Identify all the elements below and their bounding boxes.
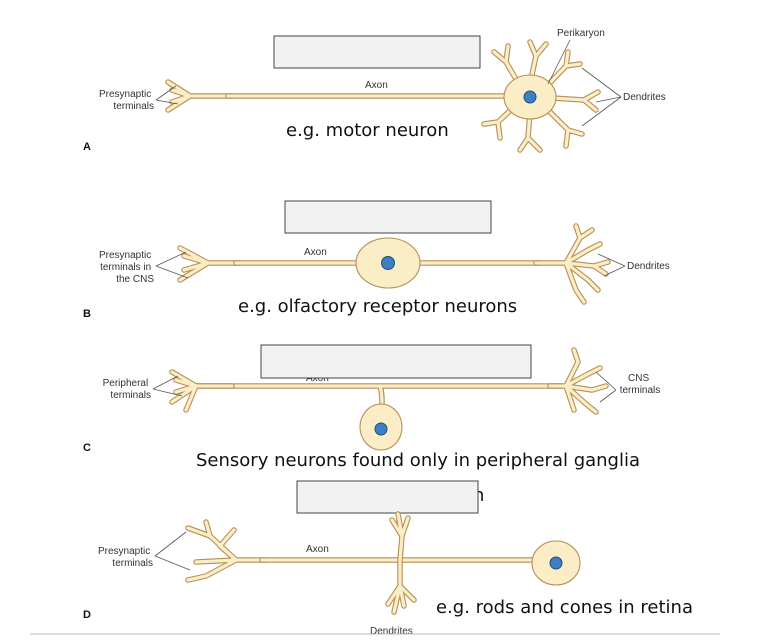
cover-box-a [273, 35, 481, 69]
nucleus-a [523, 90, 537, 104]
example-text-a: e.g. motor neuron [286, 120, 449, 141]
dendrites-pointer-b [597, 253, 626, 277]
terminals-label-b: Presynaptic terminals in the CNS [99, 250, 154, 285]
cover-box-d [296, 480, 479, 514]
axon-label-d: Axon [306, 544, 329, 555]
nucleus-b [381, 256, 395, 270]
nucleus-c [374, 422, 388, 436]
hidden-text-fragment-d: n [473, 485, 484, 506]
terminals-label-d: Presynaptic terminals [98, 546, 153, 569]
terminals-pointer-d [154, 531, 191, 571]
terminals-label-c: Peripheral terminals [103, 378, 151, 401]
terminals-pointer-c [152, 375, 183, 397]
perikaryon-pointer-a [547, 39, 571, 85]
axon-c [193, 383, 563, 407]
example-text-b: e.g. olfactory receptor neurons [238, 296, 517, 317]
presynaptic-terminals-b [177, 245, 243, 283]
cover-box-c [260, 344, 532, 379]
dendrites-b [533, 223, 611, 305]
presynaptic-terminals-a [165, 79, 235, 113]
cns-terminals-c [547, 347, 609, 415]
cover-box-b [284, 200, 492, 234]
terminals-label-a: Presynaptic terminals [99, 89, 154, 112]
axon-label-b: Axon [304, 247, 327, 258]
dendrites-label-b: Dendrites [627, 261, 670, 272]
perikaryon-label-a: Perikaryon [557, 28, 605, 39]
axon-label-a: Axon [365, 80, 388, 91]
nucleus-d [549, 556, 563, 570]
panel-a: Presynaptic terminals Axon Perikaryon De… [83, 28, 666, 153]
dendrites-a [481, 39, 601, 153]
dendrites-label-a: Dendrites [623, 92, 666, 103]
dendrites-d [385, 511, 417, 615]
example-text-c: Sensory neurons found only in peripheral… [196, 450, 640, 471]
cns-terminals-label-c: CNS terminals [620, 373, 661, 396]
panel-letter-d: D [83, 609, 91, 621]
panel-b: Presynaptic terminals in the CNS Axon De… [83, 200, 670, 320]
cns-terminals-pointer-c [595, 371, 617, 403]
dendrites-pointer-a [581, 67, 622, 127]
example-text-d: e.g. rods and cones in retina [436, 597, 693, 618]
panel-letter-c: C [83, 442, 91, 454]
panel-letter-b: B [83, 308, 91, 320]
presynaptic-terminals-d [185, 519, 269, 583]
panel-letter-a: A [83, 141, 91, 153]
panel-d: n Presynaptic terminals Axon e.g. rods a… [83, 480, 693, 637]
terminals-pointer-a [155, 85, 179, 105]
panel-c: Axon Peripheral terminals CNS terminals … [83, 344, 661, 471]
peripheral-terminals-c [169, 369, 235, 413]
dendrites-label-d: Dendrites [370, 626, 413, 637]
terminals-pointer-b [155, 251, 189, 279]
